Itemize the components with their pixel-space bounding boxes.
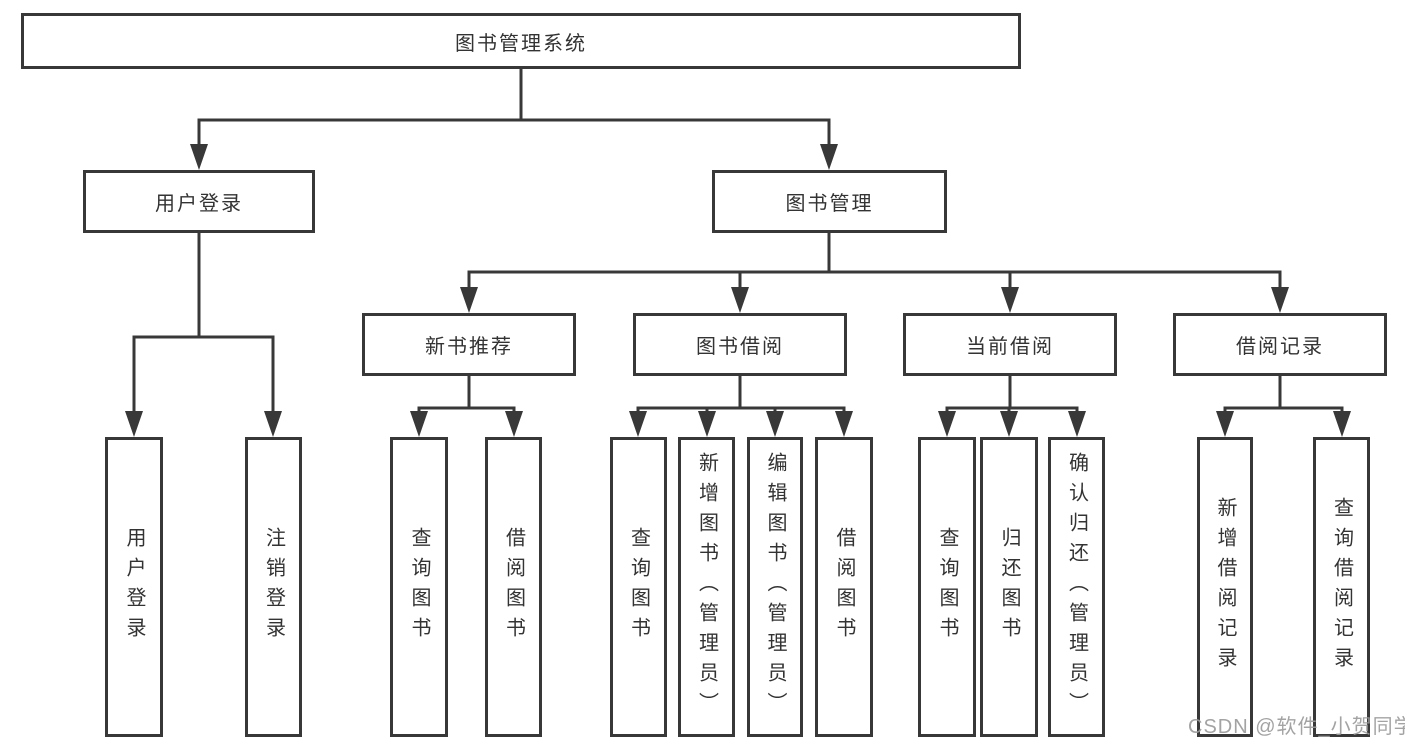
leaf-borrow-query-book-label: 查询图书 <box>627 527 650 647</box>
csdn-watermark: CSDN @软件_小贺同学 <box>1188 716 1405 738</box>
leaf-current-confirm-return-admin: 确认归还（管理员） <box>1048 437 1105 737</box>
leaf-recommend-borrow-book: 借阅图书 <box>485 437 542 737</box>
arrowhead-icons <box>125 144 1351 437</box>
leaf-recommend-query-book-label: 查询图书 <box>408 527 430 647</box>
leaf-current-return-book: 归还图书 <box>980 437 1038 737</box>
leaf-borrow-edit-book-admin-label: 编辑图书（管理员） <box>764 452 786 722</box>
leaf-records-add-record-label: 新增借阅记录 <box>1214 497 1236 677</box>
leaf-recommend-borrow-book-label: 借阅图书 <box>502 527 525 647</box>
leaf-logout: 注销登录 <box>245 437 302 737</box>
leaf-borrow-borrow-book-label: 借阅图书 <box>833 527 855 647</box>
leaf-current-return-book-label: 归还图书 <box>998 527 1020 647</box>
leaf-borrow-add-book-admin: 新增图书（管理员） <box>678 437 735 737</box>
leaf-current-confirm-return-admin-label: 确认归还（管理员） <box>1065 452 1088 722</box>
leaf-current-query-book: 查询图书 <box>918 437 976 737</box>
leaf-borrow-edit-book-admin: 编辑图书（管理员） <box>747 437 803 737</box>
leaf-current-query-book-label: 查询图书 <box>936 527 958 647</box>
node-book-borrow: 图书借阅 <box>633 313 847 376</box>
leaf-user-login-label: 用户登录 <box>123 527 145 647</box>
leaf-borrow-borrow-book: 借阅图书 <box>815 437 873 737</box>
leaf-recommend-query-book: 查询图书 <box>390 437 448 737</box>
leaf-borrow-query-book: 查询图书 <box>610 437 667 737</box>
leaf-records-add-record: 新增借阅记录 <box>1197 437 1253 737</box>
leaf-records-query-record-label: 查询借阅记录 <box>1330 497 1353 677</box>
leaf-user-login: 用户登录 <box>105 437 163 737</box>
leaf-records-query-record: 查询借阅记录 <box>1313 437 1370 737</box>
leaf-logout-label: 注销登录 <box>262 527 285 647</box>
node-library-management-system: 图书管理系统 <box>21 13 1021 69</box>
node-book-management: 图书管理 <box>712 170 947 233</box>
node-current-borrow: 当前借阅 <box>903 313 1117 376</box>
leaf-borrow-add-book-admin-label: 新增图书（管理员） <box>695 452 718 722</box>
node-borrow-records: 借阅记录 <box>1173 313 1387 376</box>
node-user-login: 用户登录 <box>83 170 315 233</box>
node-new-book-recommend: 新书推荐 <box>362 313 576 376</box>
